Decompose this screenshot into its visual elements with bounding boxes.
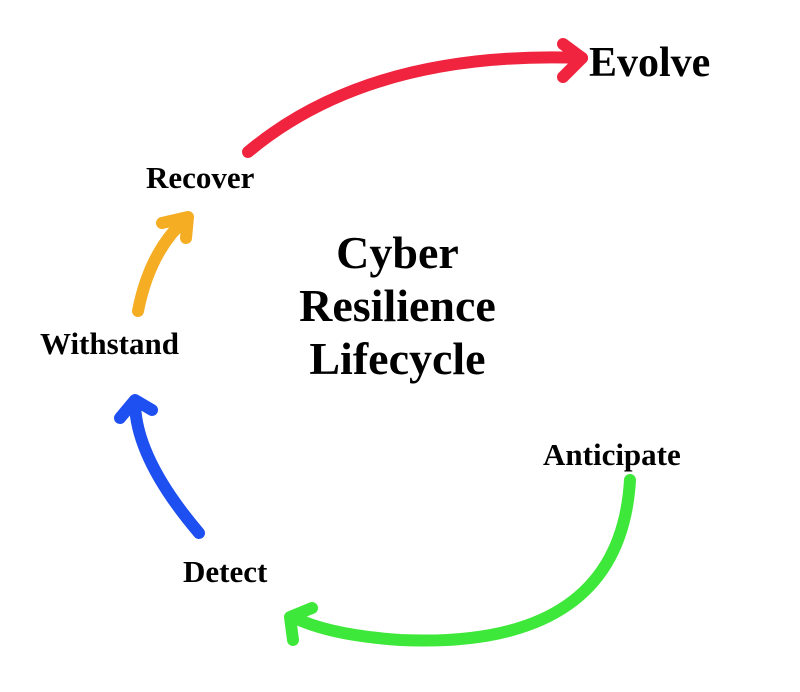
arrow-anticipate-to-detect <box>289 474 636 647</box>
arrowhead-withstand <box>114 394 158 424</box>
stage-anticipate: Anticipate <box>543 437 681 472</box>
stage-evolve: Evolve <box>589 40 711 86</box>
stage-withstand: Withstand <box>40 326 179 361</box>
stage-recover: Recover <box>146 160 255 195</box>
arrowhead-evolve <box>557 38 588 83</box>
arrowhead-detect <box>284 602 318 646</box>
diagram-title: Cyber Resilience Lifecycle <box>270 227 525 386</box>
arrow-withstand-to-recover <box>132 212 193 317</box>
title-line: Lifecycle <box>309 332 486 384</box>
arrow-detect-to-withstand <box>129 399 205 539</box>
arrowhead-recover <box>156 211 194 244</box>
title-line: Cyber <box>336 227 459 278</box>
title-line: Resilience <box>299 279 496 331</box>
stage-detect: Detect <box>183 554 268 589</box>
arrow-recover-to-evolve <box>242 51 588 158</box>
